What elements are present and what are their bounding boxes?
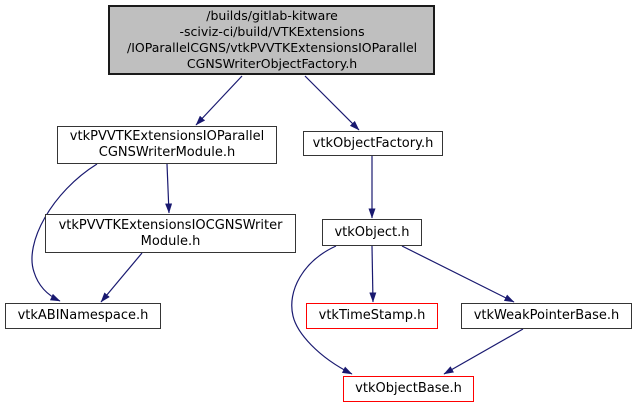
edge-weak-pointer-base-to-object-base	[443, 328, 524, 375]
graph-node-parallel-cgns-writer-module[interactable]: vtkPVVTKExtensionsIOParallel CGNSWriterM…	[57, 126, 277, 164]
edge-iocgns-module-to-abi-namespace	[100, 252, 143, 303]
graph-node-main-file: /builds/gitlab-kitware -sciviz-ci/build/…	[108, 5, 435, 75]
graph-node-vtkobject[interactable]: vtkObject.h	[322, 219, 422, 246]
graph-node-vtkweakpointerbase[interactable]: vtkWeakPointerBase.h	[461, 303, 632, 329]
graph-node-vtkobjectbase[interactable]: vtkObjectBase.h	[343, 376, 474, 402]
edge-main-to-parallel-module	[195, 75, 243, 126]
graph-node-vtktimestamp[interactable]: vtkTimeStamp.h	[306, 303, 438, 329]
edge-parallel-module-to-iocgns-module	[165, 163, 173, 214]
edge-parallel-module-to-abi-namespace	[31, 163, 98, 302]
graph-node-vtkabinamespace[interactable]: vtkABINamespace.h	[5, 303, 161, 329]
edge-object-to-object-base	[291, 245, 353, 375]
graph-node-vtkobjectfactory[interactable]: vtkObjectFactory.h	[303, 131, 443, 156]
edge-object-to-weak-pointer-base	[401, 245, 515, 303]
edge-main-to-object-factory	[304, 75, 360, 131]
edge-object-to-time-stamp	[369, 245, 377, 303]
graph-node-iocgns-writer-module[interactable]: vtkPVVTKExtensionsIOCGNSWriter Module.h	[45, 214, 296, 253]
